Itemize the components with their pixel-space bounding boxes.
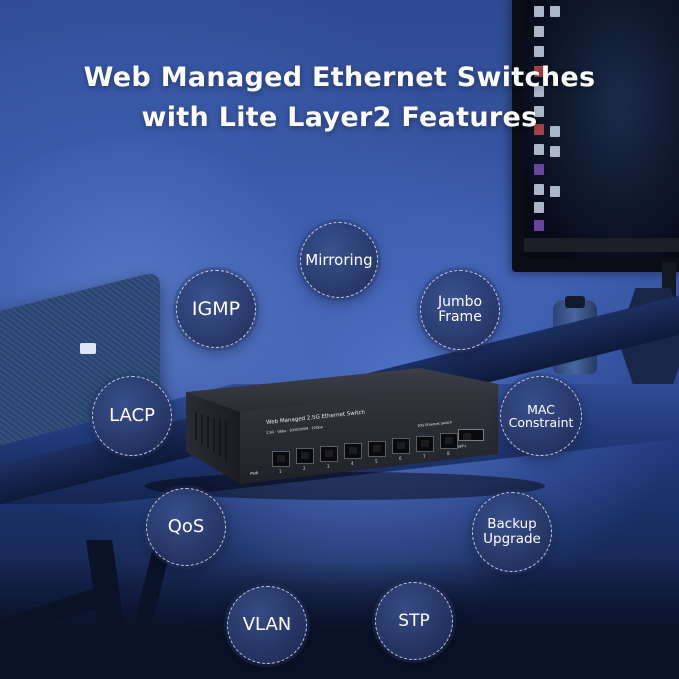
feature-label: VLAN	[242, 614, 292, 636]
port-number: 8	[447, 451, 450, 456]
headline-line-2: with Lite Layer2 Features	[141, 102, 538, 133]
port-number: 6	[399, 456, 402, 461]
feature-label: LACP	[109, 405, 155, 427]
feature-badge-backup-upgrade: Backup Upgrade	[472, 492, 552, 572]
port-number: 3	[327, 464, 330, 469]
feature-label: IGMP	[191, 297, 241, 320]
feature-badge-lacp: LACP	[92, 376, 172, 456]
rj45-port	[344, 443, 362, 459]
port-number: 1	[279, 469, 282, 474]
feature-label: QoS	[167, 516, 205, 538]
port-number: 2	[303, 466, 306, 471]
switch-power-label: PWR	[250, 471, 259, 476]
feature-badge-vlan: VLAN	[227, 586, 307, 664]
rj45-port	[296, 448, 314, 464]
sfp-port	[458, 429, 484, 441]
feature-label: MAC Constraint	[508, 401, 574, 430]
port-number: 5	[375, 459, 378, 464]
feature-badge-igmp: IGMP	[176, 270, 256, 348]
headline-line-1: Web Managed Ethernet Switches	[83, 62, 596, 93]
monitor-screen	[524, 0, 679, 258]
feature-label: Backup Upgrade	[483, 516, 541, 547]
rj45-port	[368, 441, 386, 457]
feature-badge-mirroring: Mirroring	[300, 222, 378, 298]
feature-badge-mac-constraint: MAC Constraint	[500, 376, 582, 456]
taskbar	[524, 238, 679, 252]
feature-label: Jumbo Frame	[437, 293, 483, 325]
rj45-port	[440, 433, 458, 449]
rj45-port	[416, 436, 434, 452]
feature-badge-jumbo-frame: Jumbo Frame	[420, 270, 500, 350]
rj45-port	[392, 438, 410, 454]
feature-badge-qos: QoS	[146, 488, 226, 566]
rj45-port	[272, 451, 290, 467]
speaker-logo	[80, 343, 96, 354]
feature-label: Mirroring	[305, 250, 373, 269]
port-number: 4	[351, 461, 354, 466]
feature-badge-stp: STP	[375, 582, 453, 660]
floor-shadow	[0, 560, 679, 679]
port-number: 7	[423, 454, 426, 459]
rj45-port	[320, 446, 338, 462]
bottle-cap	[565, 296, 585, 308]
feature-label: STP	[398, 610, 430, 631]
